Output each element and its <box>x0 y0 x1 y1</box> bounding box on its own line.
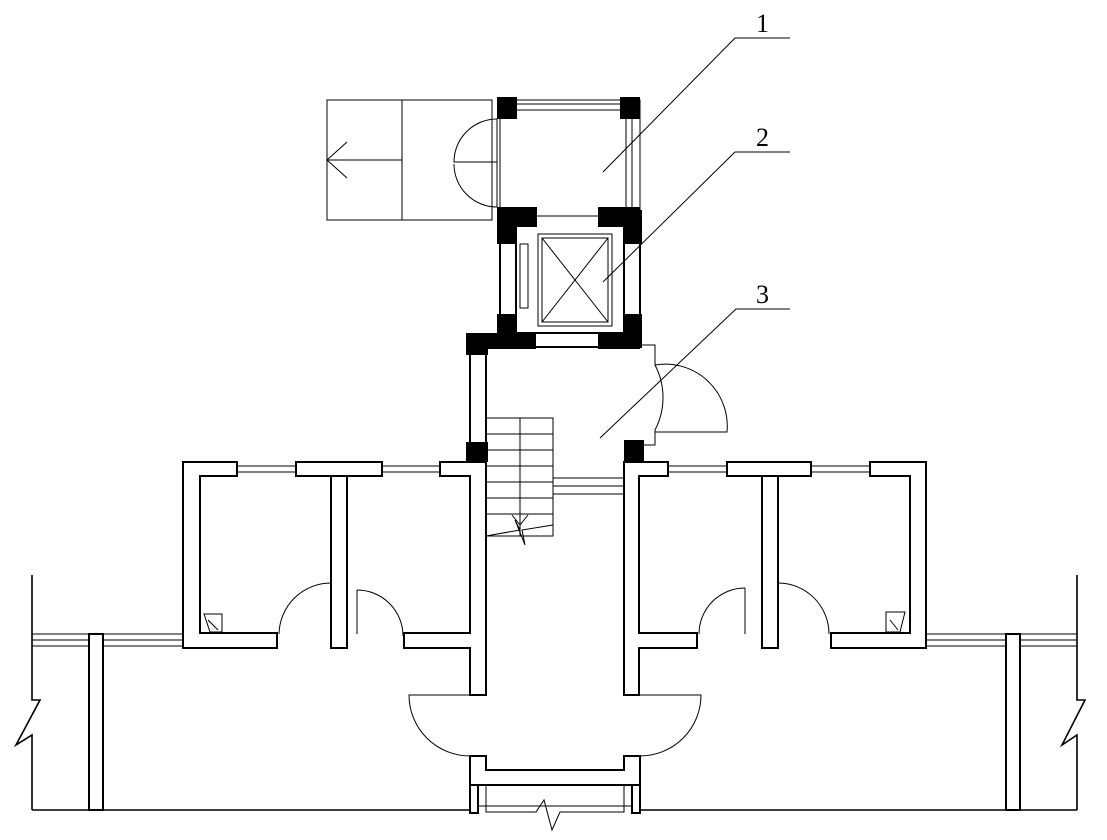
leader-line-3 <box>599 308 790 439</box>
left-post <box>88 633 104 811</box>
counterweight <box>519 243 529 309</box>
bottom-entrance <box>408 694 702 832</box>
leader-line-2 <box>602 151 790 283</box>
door-swing-right-a <box>698 587 746 635</box>
callout-label-1: 1 <box>756 9 769 38</box>
elevator-shaft <box>466 207 642 349</box>
exterior-walls <box>13 575 1087 811</box>
leader-line-1 <box>602 37 790 173</box>
entry-lobby <box>326 97 641 221</box>
right-wall-break-line <box>1059 575 1087 810</box>
door-swing-left-a <box>278 582 332 635</box>
callout-label-2: 2 <box>756 123 769 152</box>
right-post <box>1005 633 1021 811</box>
callout-label-3: 3 <box>756 280 769 309</box>
left-wall-break-line <box>13 575 42 810</box>
column <box>624 440 644 462</box>
stair-lobby <box>466 333 728 546</box>
callouts: 1 2 3 <box>599 9 790 439</box>
door-swing-right-b <box>777 582 830 635</box>
door-swing-left-b <box>356 589 404 637</box>
left-unit-walls <box>182 461 487 696</box>
column <box>466 442 488 462</box>
elevator-car <box>537 233 613 327</box>
right-unit-walls <box>623 461 927 696</box>
